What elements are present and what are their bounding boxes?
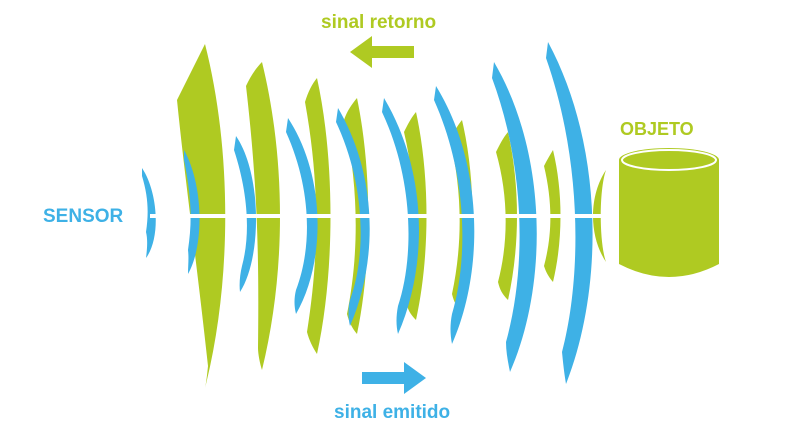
- emitted-wave: [184, 150, 200, 274]
- emitted-wave: [234, 136, 257, 292]
- return-signal-label: sinal retorno: [321, 12, 436, 33]
- arrow-left-icon: [350, 36, 414, 68]
- emitted-wave: [546, 42, 593, 384]
- emitted-wave: [286, 118, 318, 314]
- emitted-wave: [142, 168, 156, 258]
- emitted-wave: [382, 98, 419, 334]
- emitted-wave: [492, 62, 537, 372]
- object-label: OBJETO: [620, 119, 694, 139]
- emitted-wave: [434, 86, 475, 344]
- arrow-right-icon: [362, 362, 426, 394]
- emitted-signal-label: sinal emitido: [334, 402, 450, 423]
- emitted-wave: [336, 108, 370, 326]
- emitted-signal-waves: [142, 42, 593, 384]
- sensor-label: SENSOR: [43, 206, 124, 227]
- cylinder-icon: [619, 148, 719, 277]
